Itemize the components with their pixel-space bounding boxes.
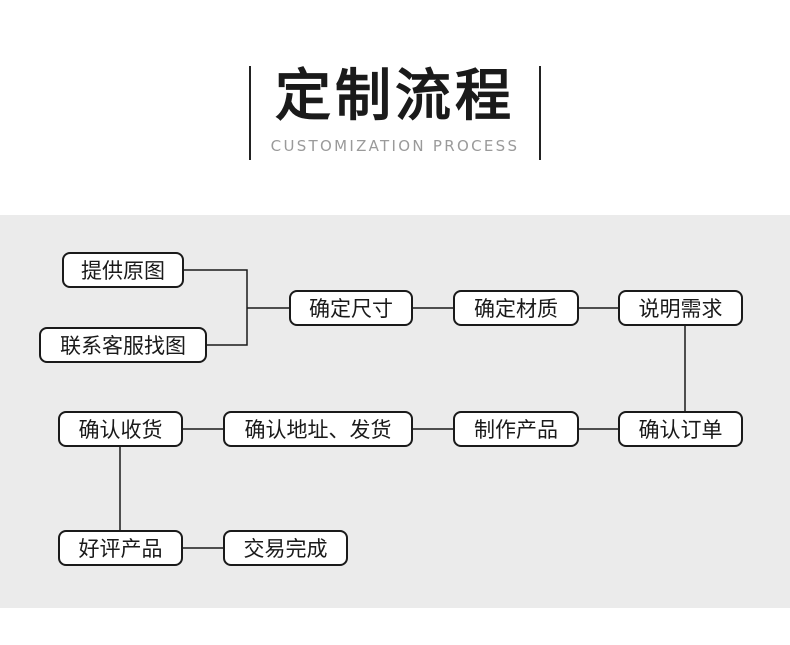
page-subtitle: CUSTOMIZATION PROCESS (270, 137, 520, 155)
step-provide-image: 提供原图 (62, 252, 184, 288)
step-good-review: 好评产品 (58, 530, 183, 566)
title-right-bar (539, 66, 541, 160)
step-confirm-address-ship: 确认地址、发货 (223, 411, 413, 447)
header: 定制流程 CUSTOMIZATION PROCESS (0, 0, 790, 215)
step-describe-needs: 说明需求 (618, 290, 743, 326)
step-confirm-receipt: 确认收货 (58, 411, 183, 447)
page-title: 定制流程 (275, 64, 515, 129)
connector-contact-service (205, 308, 248, 346)
step-deal-complete: 交易完成 (223, 530, 348, 566)
step-confirm-material: 确定材质 (453, 290, 579, 326)
process-flow-panel: 提供原图 联系客服找图 确定尺寸 确定材质 说明需求 确认订单 制作产品 确认地… (0, 215, 790, 608)
step-confirm-order: 确认订单 (618, 411, 743, 447)
title-left-bar (249, 66, 251, 160)
step-contact-service: 联系客服找图 (39, 327, 207, 363)
step-make-product: 制作产品 (453, 411, 579, 447)
step-confirm-size: 确定尺寸 (289, 290, 413, 326)
connector-provide-image (182, 269, 248, 308)
flow-connectors (119, 269, 686, 549)
